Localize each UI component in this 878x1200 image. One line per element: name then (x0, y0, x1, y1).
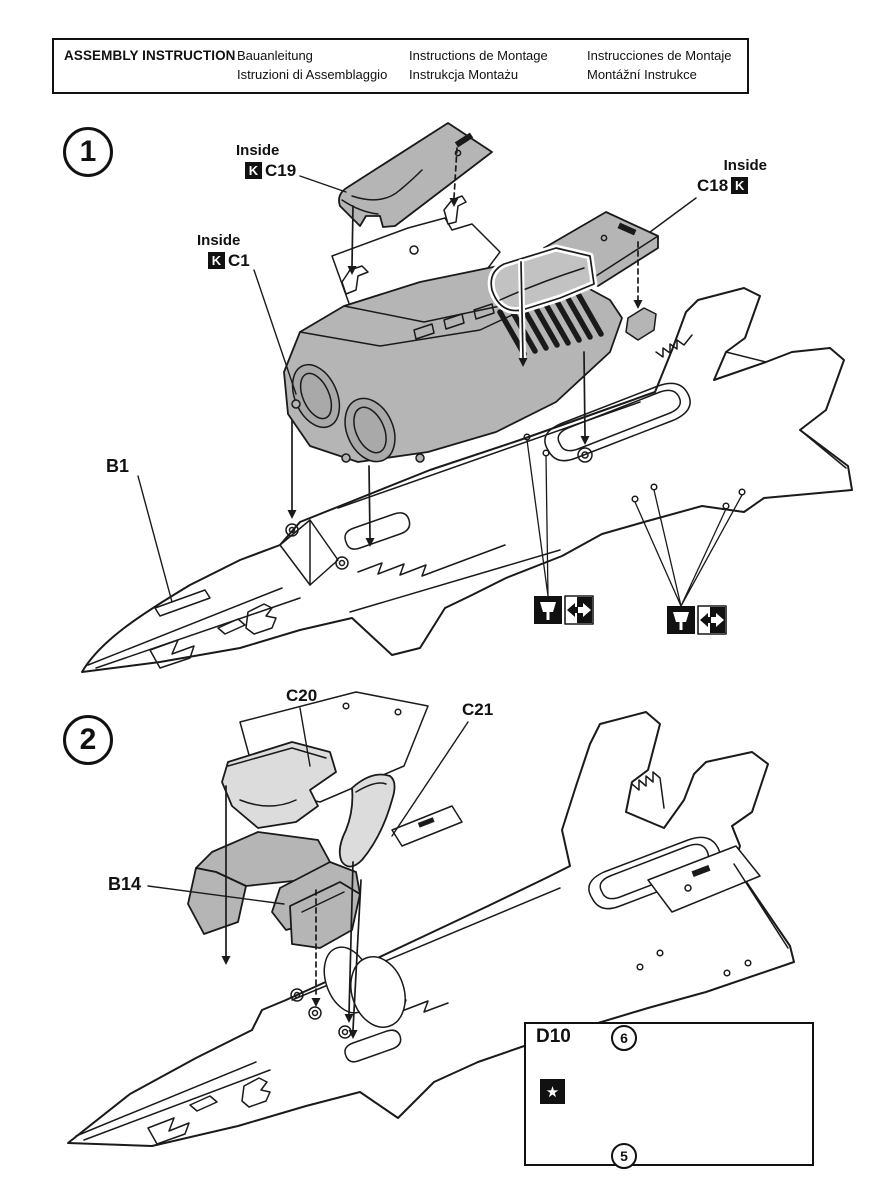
star-glyph: ★ (545, 1083, 560, 1101)
step1-number-badge: 1 (63, 127, 113, 177)
label-c18: Inside C18 K (697, 157, 767, 196)
step2-leader-lines (147, 707, 469, 905)
translation-es: Instrucciones de Montaje (587, 48, 732, 63)
c1-end-cap (625, 307, 657, 341)
part-c1 (283, 261, 657, 463)
header-box: ASSEMBLY INSTRUCTION Bauanleitung Istruz… (52, 38, 749, 94)
step2-number-badge: 2 (63, 715, 113, 765)
inside-text: Inside (723, 157, 767, 174)
k-marker-icon: K (731, 177, 749, 194)
translation-fr: Instructions de Montage (409, 48, 548, 63)
callout-5-number: 5 (620, 1148, 628, 1164)
part-c21 (338, 773, 396, 868)
step1-leader-lines (137, 175, 697, 603)
part-code-c19: C19 (265, 161, 297, 180)
part-highlighted-scoop (487, 244, 598, 315)
inside-text: Inside (197, 232, 241, 249)
label-c1: Inside K C1 (197, 232, 250, 271)
page-title: ASSEMBLY INSTRUCTION (64, 48, 236, 63)
detail-box-d10 (524, 1022, 814, 1166)
part-c19 (338, 122, 493, 228)
label-c21: C21 (462, 700, 494, 719)
part-c20 (221, 741, 337, 829)
label-b14: B14 (108, 874, 142, 894)
step1-assembly-arrows (287, 147, 643, 547)
detail-box-code: D10 (536, 1026, 571, 1047)
callout-6: 6 (611, 1025, 637, 1051)
label-c20: C20 (286, 686, 318, 705)
callout-6-number: 6 (620, 1030, 628, 1046)
callout-5: 5 (611, 1143, 637, 1169)
step1-number: 1 (79, 135, 97, 168)
translation-cs: Montážní Instrukce (587, 67, 697, 82)
k-marker-icon: K (208, 252, 225, 269)
part-code-c18: C18 (697, 176, 729, 195)
translation-it: Istruzioni di Assemblaggio (237, 67, 388, 82)
part-b14 (187, 831, 361, 949)
step2-assembly-arrows (221, 785, 362, 1039)
step1-symbol-callouts (526, 439, 743, 635)
push-pin-icon (667, 606, 695, 634)
header-translations-col3: Instrucciones de Montaje Montážní Instru… (587, 46, 732, 84)
label-b1: B1 (106, 456, 130, 476)
header-translations-col1: Bauanleitung Istruzioni di Assemblaggio (237, 46, 387, 84)
step2-number: 2 (79, 723, 97, 756)
step2-fuselage (67, 711, 795, 1147)
left-right-arrows-icon (564, 595, 594, 625)
star-icon: ★ (540, 1079, 565, 1104)
inside-text: Inside (236, 142, 280, 159)
k-marker-icon: K (245, 162, 262, 179)
step1-diagram (81, 122, 853, 673)
translation-de: Bauanleitung (237, 48, 313, 63)
part-b1-fuselage (81, 287, 853, 673)
translation-pl: Instrukcja Montażu (409, 67, 519, 82)
left-right-arrows-icon (697, 605, 727, 635)
header-translations-col2: Instructions de Montage Instrukcja Monta… (409, 46, 548, 84)
label-c19: Inside K C19 (236, 142, 297, 181)
part-code-c1: C1 (228, 251, 250, 270)
push-pin-icon (534, 596, 562, 624)
